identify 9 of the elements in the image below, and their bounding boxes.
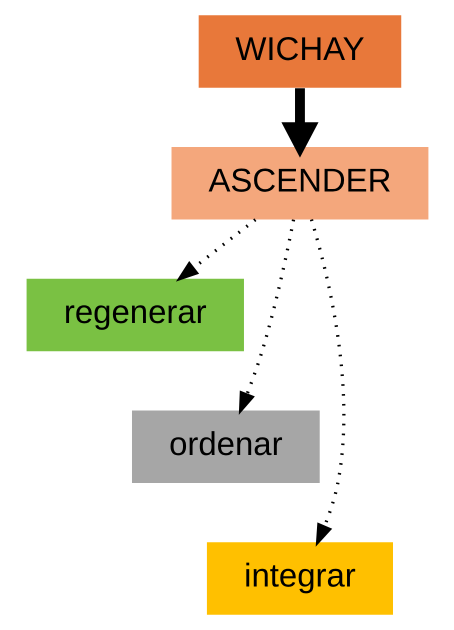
arrow	[309, 219, 345, 547]
arrow	[280, 88, 318, 158]
node-box: ordenar	[131, 410, 320, 483]
node-box: integrar	[206, 542, 392, 615]
node-box: WICHAY	[198, 15, 401, 88]
node-box: ASCENDER	[171, 147, 428, 220]
node-box: regenerar	[26, 278, 244, 352]
arrow	[238, 219, 295, 415]
arrow	[175, 218, 256, 282]
